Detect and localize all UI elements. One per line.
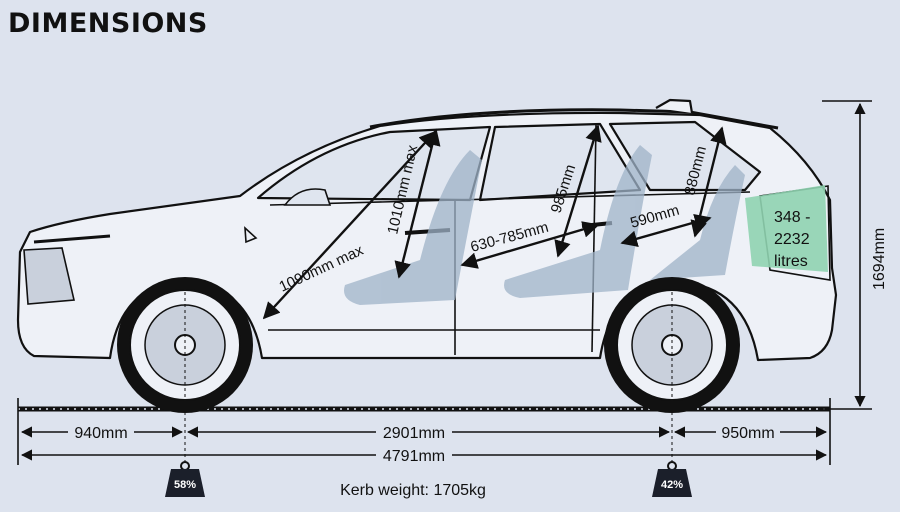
axle-lines (184, 280, 673, 462)
boot-area (745, 185, 828, 272)
front-weight-icon (165, 461, 205, 497)
front-weight-label: 58% (174, 479, 196, 491)
interior-arrows (262, 124, 727, 320)
length-arrows (17, 398, 831, 465)
rear-overhang-label: 950mm (721, 425, 774, 442)
front-wheel (117, 277, 253, 413)
boot-line-3: litres (774, 253, 808, 270)
boot-line-2: 2232 (774, 231, 810, 248)
front-headroom-arrow (394, 128, 441, 279)
front-overhang-label: 940mm (74, 425, 127, 442)
overall-length-label: 4791mm (383, 448, 445, 465)
boot-line-1: 348 - (774, 209, 810, 226)
wheelbase-label: 2901mm (383, 425, 445, 442)
height-label: 1694mm (871, 228, 888, 290)
rear-headroom-arrow (554, 124, 602, 258)
rear-weight-label: 42% (661, 479, 683, 491)
rear-wheel (604, 277, 740, 413)
kerb-weight-label: Kerb weight: 1705kg (340, 482, 486, 499)
third-row-headroom-arrow (690, 126, 727, 238)
rear-weight-icon (652, 461, 692, 497)
page-title: DIMENSIONS (8, 8, 208, 39)
